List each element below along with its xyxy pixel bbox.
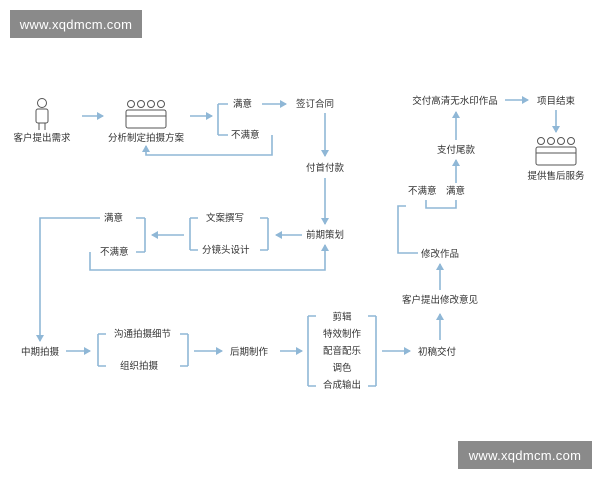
copywriting-label: 文案撰写 [206,212,244,224]
editing-label: 剪辑 [332,311,352,323]
compositing-label: 合成输出 [323,379,361,391]
client-request-label: 客户提出需求 [13,132,71,144]
client-node: 客户提出需求 [13,98,71,144]
client-feedback-label: 客户提出修改意见 [402,294,478,306]
deliver-hd-label: 交付高清无水印作品 [412,95,498,107]
satisfied-3-label: 满意 [446,185,465,197]
team-icon [535,137,577,166]
first-draft-label: 初稿交付 [418,346,457,358]
arrow-unsatisfied-back-to-plan [142,135,273,156]
team-icon [125,100,167,129]
music-label: 配音配乐 [323,345,362,357]
arrow-satisfied-to-shooting [36,217,100,342]
bracket-shooting-right [180,333,189,367]
person-icon [35,98,49,130]
pre-planning-label: 前期策划 [306,229,344,241]
color-label: 调色 [332,362,352,374]
bracket-branch-1 [217,103,228,136]
bracket-planning-tasks-left [189,217,198,251]
organize-shooting-label: 组织拍摄 [120,360,159,372]
unsatisfied-2-label: 不满意 [100,246,129,258]
vfx-label: 特效制作 [323,328,362,340]
first-payment-label: 付首付款 [306,162,345,174]
revise-work-label: 修改作品 [421,248,459,260]
watermark-top: www.xqdmcm.com [10,10,142,38]
mid-shooting-label: 中期拍摄 [21,346,60,358]
watermark-bottom: www.xqdmcm.com [458,441,592,469]
sign-contract-label: 签订合同 [296,98,334,110]
after-sales-label: 提供售后服务 [527,170,585,182]
bracket-post-right [368,315,377,387]
project-end-label: 项目结束 [537,95,576,107]
bracket-post-left [307,315,316,387]
unsatisfied-3-label: 不满意 [408,185,437,197]
bracket-shooting-left [97,333,106,367]
analysis-plan-label: 分析制定拍摄方案 [108,132,185,144]
bracket-review-3 [425,200,457,209]
storyboard-label: 分镜头设计 [202,244,250,256]
satisfied-2-label: 满意 [104,212,123,224]
satisfied-1-label: 满意 [233,98,252,110]
bracket-review-2 [136,217,146,253]
communicate-details-label: 沟通拍摄细节 [114,328,171,340]
unsatisfied-1-label: 不满意 [231,129,260,141]
bracket-planning-tasks [260,217,269,251]
post-production-label: 后期制作 [230,346,269,358]
arrow-revise-loop [397,205,418,254]
arrow-unsatisfied-back-to-planning [89,244,329,271]
final-payment-label: 支付尾款 [437,144,476,156]
